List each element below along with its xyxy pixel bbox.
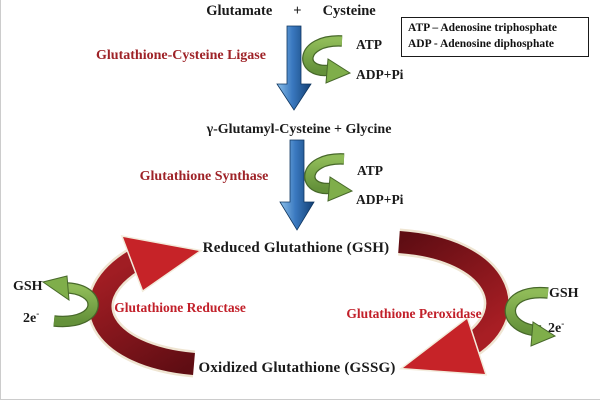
maroon-arc-peroxidase (397, 228, 511, 376)
top-reaction: Glutamate + Cysteine (206, 3, 375, 20)
blue-down-arrow-step2 (279, 139, 315, 231)
cofactor-atp-step1: ATP (356, 37, 382, 52)
red-arrowhead-to-gsh (120, 235, 203, 293)
legend-line-adp: ADP - Adenosine diphosphate (408, 37, 555, 50)
gsh-label-right: GSH (549, 286, 579, 301)
electrons-label-right: 2e- (548, 318, 565, 336)
plus-sign: + (293, 3, 302, 19)
reactant-glutamate: Glutamate (206, 3, 273, 19)
enzyme-glutathione-synthase: Glutathione Synthase (139, 169, 269, 184)
reactant-cysteine: Cysteine (322, 3, 376, 19)
legend-box: ATP – Adenosine triphosphate ADP - Adeno… (401, 17, 589, 57)
blue-down-arrow-step1 (276, 25, 312, 111)
green-cofactor-arrow-step2 (304, 153, 354, 202)
node-oxidized-glutathione: Oxidized Glutathione (GSSG) (198, 360, 396, 376)
gsh-label-left: GSH (13, 279, 43, 294)
green-cofactor-arrow-peroxidase (504, 286, 557, 347)
enzyme-glutathione-peroxidase: Glutathione Peroxidase (346, 306, 482, 321)
legend-line-atp: ATP – Adenosine triphosphate (408, 22, 557, 34)
enzyme-glutathione-reductase: Glutathione Reductase (114, 300, 246, 315)
green-cofactor-arrow-step1 (302, 35, 352, 84)
cofactor-adp-pi-step1: ADP+Pi (356, 67, 404, 82)
green-cofactor-arrow-reductase (41, 275, 99, 328)
maroon-arc-reductase (87, 235, 203, 378)
intermediate-gamma-glutamyl-cysteine-glycine: γ-Glutamyl-Cysteine + Glycine (206, 122, 392, 137)
node-reduced-glutathione: Reduced Glutathione (GSH) (202, 240, 390, 256)
cofactor-adp-pi-step2: ADP+Pi (356, 192, 404, 207)
enzyme-glutathione-cysteine-ligase: Glutathione-Cysteine Ligase (96, 48, 266, 63)
electrons-label-left: 2e- (23, 308, 40, 326)
red-arrowhead-to-gssg (398, 316, 488, 376)
cofactor-atp-step2: ATP (357, 163, 383, 178)
